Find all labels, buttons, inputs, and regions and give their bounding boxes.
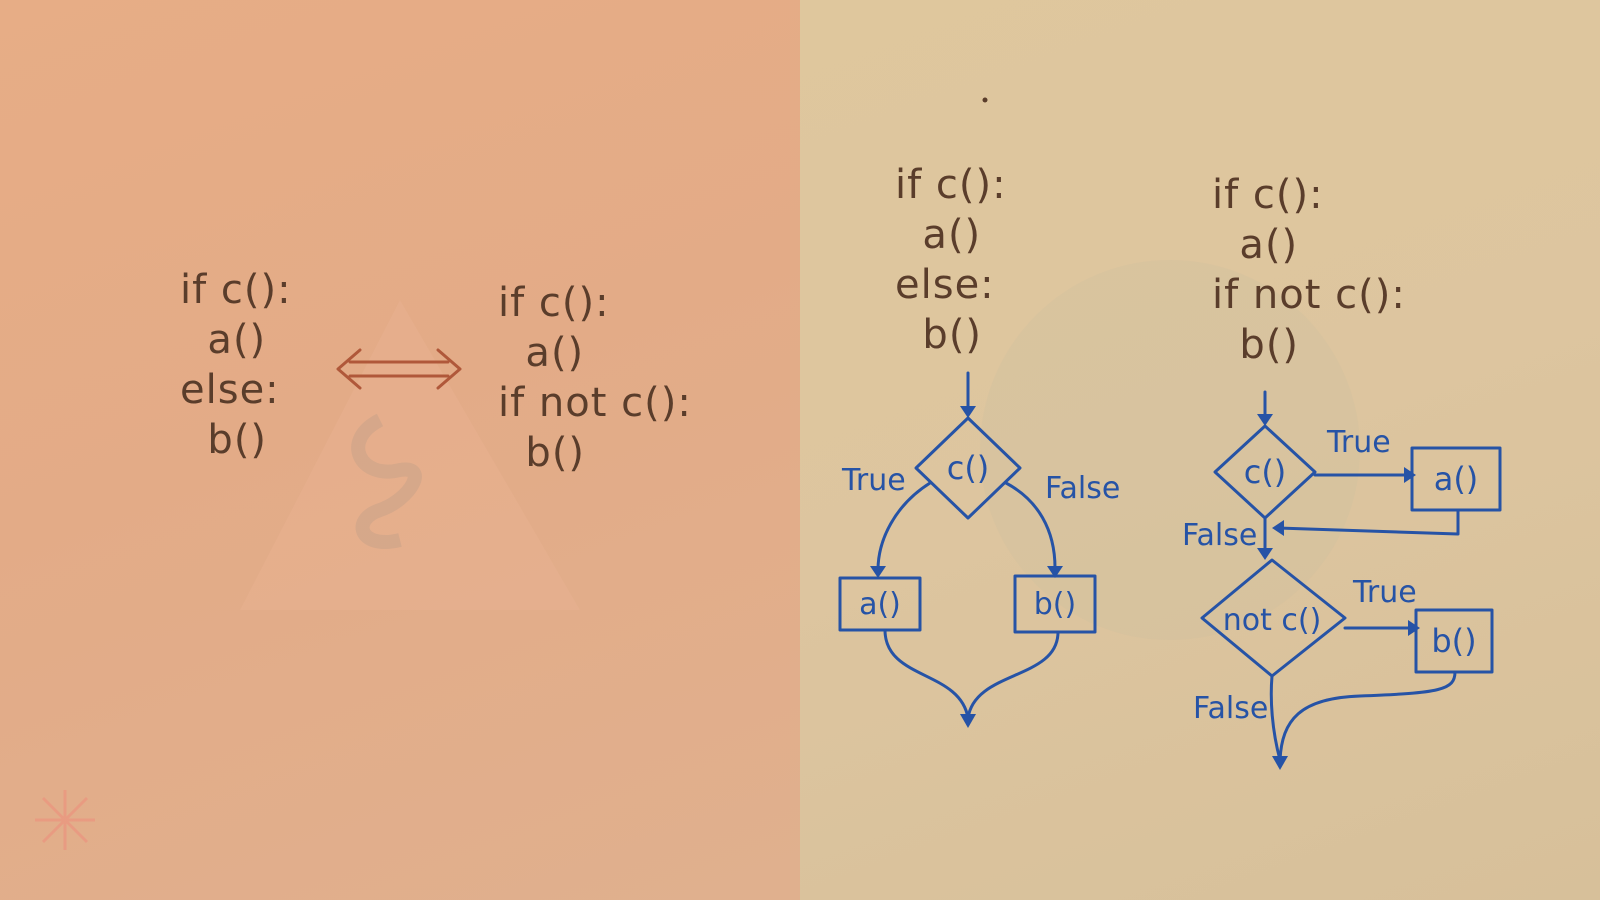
code-if-else-right: if c(): a() else: b() <box>895 162 1007 358</box>
true-label: True <box>841 463 906 498</box>
box-b <box>1013 574 1097 634</box>
decision-diamond-c <box>914 416 1022 520</box>
decision-label-c-b: c() <box>1244 453 1287 491</box>
box-a-b-label: a() <box>1434 460 1479 498</box>
decision-label-not-c: not c() <box>1223 603 1322 638</box>
stray-dot <box>982 97 988 103</box>
flowchart-if-else: c() True False a() b() <box>838 371 1120 728</box>
decision-label-c: c() <box>947 449 990 487</box>
merge-edge-b <box>1278 670 1457 762</box>
left-background-decoration <box>35 300 580 850</box>
true-branch-edge <box>876 481 932 572</box>
false-edge-not-c <box>1269 674 1282 762</box>
code-if-if-not: if c(): a() if not c(): b() <box>498 280 692 476</box>
merge-edge-right <box>966 630 1060 720</box>
true-label-b: True <box>1326 425 1391 460</box>
right-panel: if c(): a() else: b() if c(): a() if not… <box>800 0 1600 900</box>
false-label-not-c: False <box>1193 691 1268 726</box>
false-label: False <box>1045 471 1120 506</box>
equivalence-arrow <box>336 348 462 390</box>
faint-watermark-shape <box>351 413 422 549</box>
false-branch-edge <box>1004 481 1057 570</box>
code-if-if-not-right: if c(): a() if not c(): b() <box>1212 172 1406 368</box>
box-b-b-label: b() <box>1431 622 1476 660</box>
box-a <box>838 576 922 632</box>
left-panel: if c(): a() else: b() if c(): a() if not… <box>0 0 800 900</box>
box-a-label: a() <box>859 587 901 622</box>
flowchart-if-if-not: c() True a() False not c() True b() Fals… <box>1182 390 1502 770</box>
code-if-else: if c(): a() else: b() <box>180 267 292 463</box>
faint-triangle-watermark <box>240 300 580 610</box>
merge-edge-left <box>883 628 970 720</box>
faint-star-decoration <box>35 790 95 850</box>
false-label-b: False <box>1182 518 1257 553</box>
box-a-b <box>1410 446 1502 512</box>
return-edge-a <box>1276 508 1460 536</box>
true-label-not-c: True <box>1352 575 1417 610</box>
box-b-label: b() <box>1034 587 1076 622</box>
